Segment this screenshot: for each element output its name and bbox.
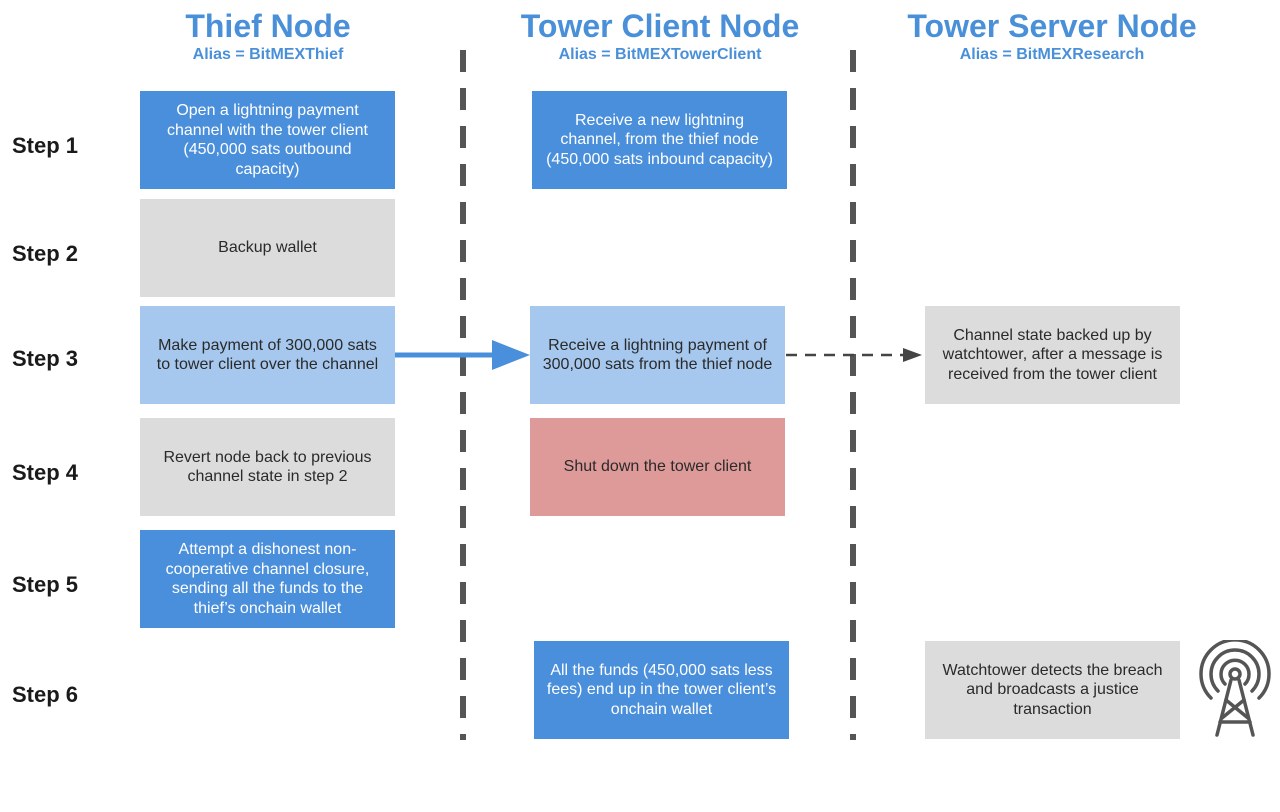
step-1-thief-box: Open a lightning payment channel with th…: [140, 91, 395, 189]
payment-arrow: [395, 340, 530, 370]
tower-server-node-alias: Alias = BitMEXResearch: [959, 46, 1145, 63]
step-1-label: Step 1: [11, 133, 79, 158]
tower-client-node-title: Tower Client Node: [520, 8, 800, 44]
step-1-client-box: Receive a new lightning channel, from th…: [532, 91, 787, 189]
backup-dashed-arrow: [786, 348, 922, 362]
step-3-thief-box: Make payment of 300,000 sats to tower cl…: [140, 306, 395, 404]
column-divider-1: [460, 50, 466, 740]
step-4-thief-box: Revert node back to previous channel sta…: [140, 418, 395, 516]
step-3-client-box: Receive a lightning payment of 300,000 s…: [530, 306, 785, 404]
step-6-client-box: All the funds (450,000 sats less fees) e…: [534, 641, 789, 739]
step-5-thief-box: Attempt a dishonest non-cooperative chan…: [140, 530, 395, 628]
step-6-label: Step 6: [11, 682, 79, 707]
thief-node-alias: Alias = BitMEXThief: [192, 46, 344, 63]
step-2-thief-box: Backup wallet: [140, 199, 395, 297]
step-4-label: Step 4: [11, 460, 79, 485]
step-5-label: Step 5: [11, 572, 79, 597]
step-3-server-box: Channel state backed up by watchtower, a…: [925, 306, 1180, 404]
tower-client-node-alias: Alias = BitMEXTowerClient: [558, 46, 762, 63]
step-4-client-box: Shut down the tower client: [530, 418, 785, 516]
radio-tower-icon: [1199, 640, 1271, 737]
column-divider-2: [850, 50, 856, 740]
thief-node-title: Thief Node: [185, 8, 351, 44]
step-2-label: Step 2: [11, 241, 79, 266]
tower-server-node-title: Tower Server Node: [907, 8, 1197, 44]
step-6-server-box: Watchtower detects the breach and broadc…: [925, 641, 1180, 739]
step-3-label: Step 3: [11, 346, 79, 371]
